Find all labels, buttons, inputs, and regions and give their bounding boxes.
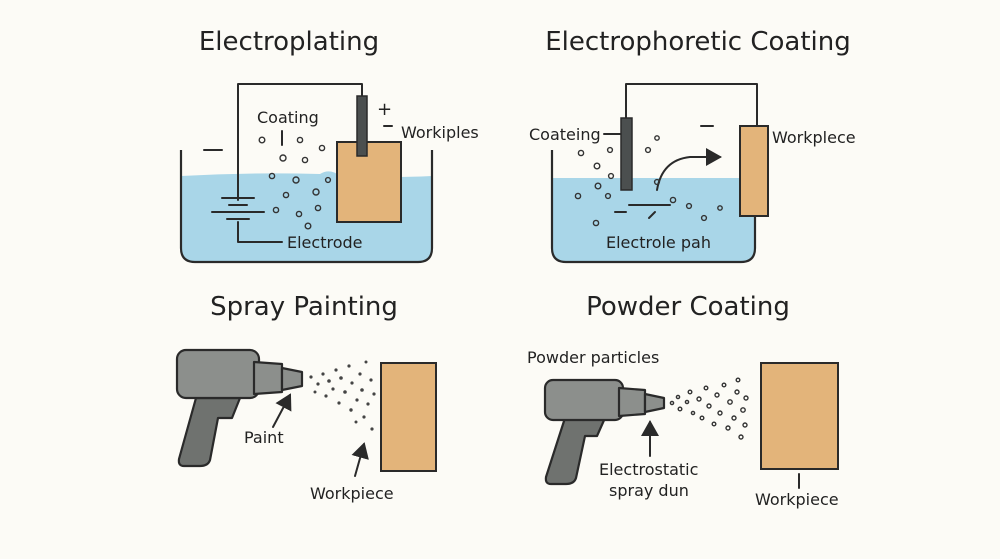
spray-title: Spray Painting	[210, 292, 398, 322]
plating-workpiece	[336, 141, 402, 223]
spray-gun-grip	[177, 396, 242, 468]
plating-tank	[179, 150, 434, 264]
powder-particles-label: Powder particles	[527, 348, 659, 367]
spray-panel: Spray Painting Paint Workpiece	[175, 292, 437, 503]
ep-tick	[648, 211, 656, 219]
powder-gun-grip	[544, 416, 607, 486]
powder-gun-label-2: spray dun	[609, 481, 689, 500]
plating-wire	[237, 83, 363, 201]
coating-label: Coating	[257, 108, 319, 127]
plating-bubbles	[258, 136, 332, 230]
ep-liquid	[552, 178, 755, 262]
powder-gun-label-1: Electrostatic	[599, 460, 698, 479]
powder-spray	[669, 377, 749, 440]
ep-workpiece-label: Workplece	[772, 128, 856, 147]
paint-label: Paint	[244, 428, 284, 447]
powder-gun-body	[543, 378, 625, 422]
powder-workpiece-label: Workpiece	[755, 490, 839, 509]
spray-workpiece-label: Workpiece	[310, 484, 394, 503]
ep-particles	[574, 135, 723, 227]
electrode-label: Electrode	[287, 233, 362, 252]
polarity-plus: +	[377, 99, 392, 120]
powder-gun-barrel	[617, 386, 647, 418]
spray-gun-barrel	[252, 360, 284, 396]
ep-workpiece	[739, 125, 769, 217]
workpiece-label: Workiples	[401, 123, 479, 142]
electrophoretic-panel: Electrophoretic Coating Coateing Workple…	[529, 27, 856, 264]
ep-tank	[550, 150, 757, 264]
electrophoretic-title: Electrophoretic Coating	[545, 27, 851, 57]
electroplating-panel: Electroplating + Coating Workiples Elect…	[179, 27, 479, 264]
powder-title: Powder Coating	[586, 292, 790, 322]
electroplating-title: Electroplating	[199, 27, 379, 57]
ep-electrode-rod	[620, 117, 633, 191]
powder-gun-nozzle	[643, 392, 666, 414]
ep-wire	[625, 83, 758, 127]
spray-gun-nozzle	[280, 366, 304, 392]
ep-bath-label: Electrole pah	[606, 233, 711, 252]
spray-workpiece	[380, 362, 437, 472]
electrode-lead	[237, 221, 283, 243]
plating-anode-rod	[356, 95, 368, 157]
powder-workpiece	[760, 362, 839, 470]
spray-gun-body	[175, 348, 261, 400]
powder-panel: Powder Coating Powder particles Electros…	[527, 292, 839, 509]
paint-arrow	[272, 393, 292, 428]
ep-coating-label: Coateing	[529, 125, 601, 144]
paint-spray	[309, 360, 376, 431]
spray-workpiece-arrow	[351, 442, 369, 477]
